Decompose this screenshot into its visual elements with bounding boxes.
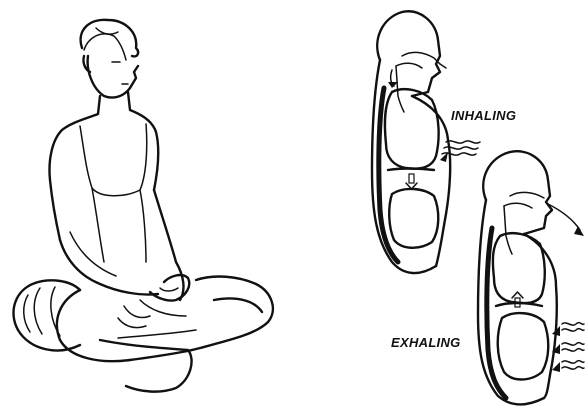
- inhale-abdomen-chamber: [389, 189, 438, 248]
- inhaling-diagram: [372, 11, 480, 273]
- exhaling-label: EXHALING: [391, 335, 461, 350]
- inhaling-label: INHALING: [451, 108, 516, 123]
- torso: [50, 92, 159, 262]
- crossed-legs: [57, 277, 273, 392]
- inhale-air-arrows: [440, 141, 480, 162]
- arms: [60, 190, 189, 328]
- seated-woman-figure: [13, 20, 272, 392]
- head: [81, 20, 138, 98]
- inhale-lung-chamber: [385, 89, 439, 168]
- exhale-abdomen-chamber: [498, 313, 549, 379]
- exhaling-diagram: [478, 151, 584, 404]
- exhale-air-arrows: [552, 323, 584, 372]
- meditation-cushion: [13, 280, 80, 350]
